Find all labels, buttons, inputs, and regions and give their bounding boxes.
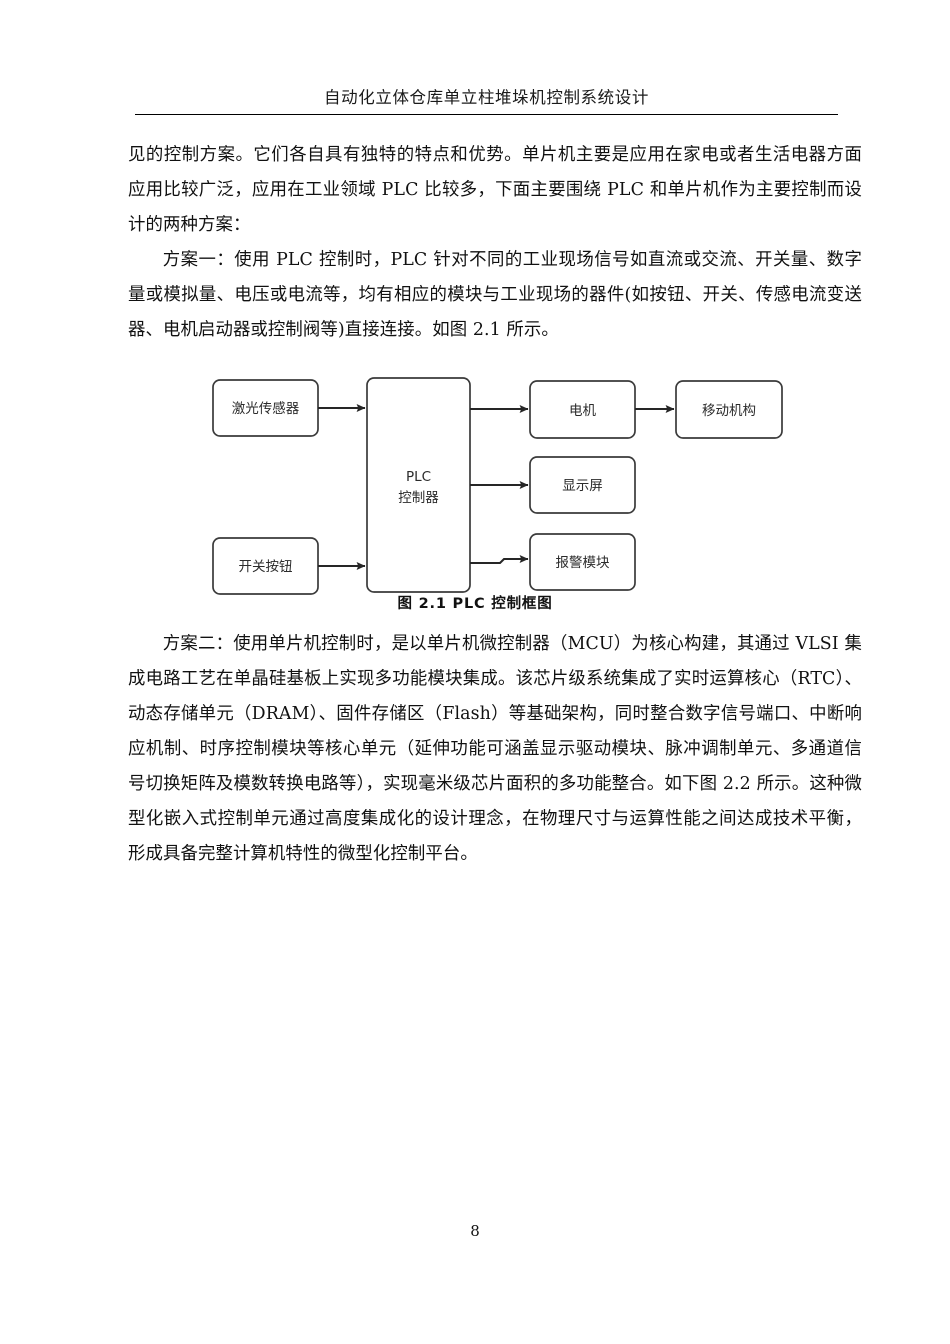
diagram-node-motor-label: 电机 xyxy=(569,403,597,419)
diagram-node-alarm-module-label: 报警模块 xyxy=(556,555,610,571)
diagram-node-switch-button-label: 开关按钮 xyxy=(239,559,293,575)
diagram-node-moving-mechanism: 移动机构 xyxy=(675,380,783,439)
diagram-node-plc-controller: PLC 控制器 xyxy=(366,377,471,593)
running-header: 自动化立体仓库单立柱堆垛机控制系统设计 xyxy=(135,88,838,108)
diagram-node-plc-controller-label-line1: PLC xyxy=(406,469,431,485)
diagram-node-plc-controller-label-line2: 控制器 xyxy=(398,490,439,506)
diagram-node-display-screen: 显示屏 xyxy=(529,456,636,514)
body-text-block-bottom: 方案二：使用单片机控制时，是以单片机微控制器（MCU）为核心构建，其通过 VLS… xyxy=(128,627,862,872)
body-text-block-top: 见的控制方案。它们各自具有独特的特点和优势。单片机主要是应用在家电或者生活电器方… xyxy=(128,138,862,348)
page-number: 8 xyxy=(470,1222,480,1240)
header-title: 自动化立体仓库单立柱堆垛机控制系统设计 xyxy=(324,88,649,107)
diagram-node-motor: 电机 xyxy=(529,380,636,439)
diagram-node-switch-button: 开关按钮 xyxy=(212,537,319,595)
paragraph-scheme-two: 方案二：使用单片机控制时，是以单片机微控制器（MCU）为核心构建，其通过 VLS… xyxy=(128,634,862,864)
figure-caption: 图 2.1 PLC 控制框图 xyxy=(397,596,553,612)
diagram-arrow-plc-to-alarm xyxy=(470,555,529,565)
paragraph-scheme-one: 方案一：使用 PLC 控制时，PLC 针对不同的工业现场信号如直流或交流、开关量… xyxy=(128,250,862,340)
diagram-node-moving-mechanism-label: 移动机构 xyxy=(702,403,756,419)
header-divider-rule xyxy=(135,114,838,115)
diagram-node-alarm-module: 报警模块 xyxy=(529,533,636,591)
diagram-node-laser-sensor-label: 激光传感器 xyxy=(232,400,300,417)
diagram-node-laser-sensor: 激光传感器 xyxy=(212,379,319,437)
paragraph-continuation: 见的控制方案。它们各自具有独特的特点和优势。单片机主要是应用在家电或者生活电器方… xyxy=(128,145,862,235)
figure-plc-block-diagram: 激光传感器 开关按钮 PLC 控制器 电机 移动机构 显示屏 xyxy=(0,355,950,620)
diagram-node-display-screen-label: 显示屏 xyxy=(562,478,603,494)
